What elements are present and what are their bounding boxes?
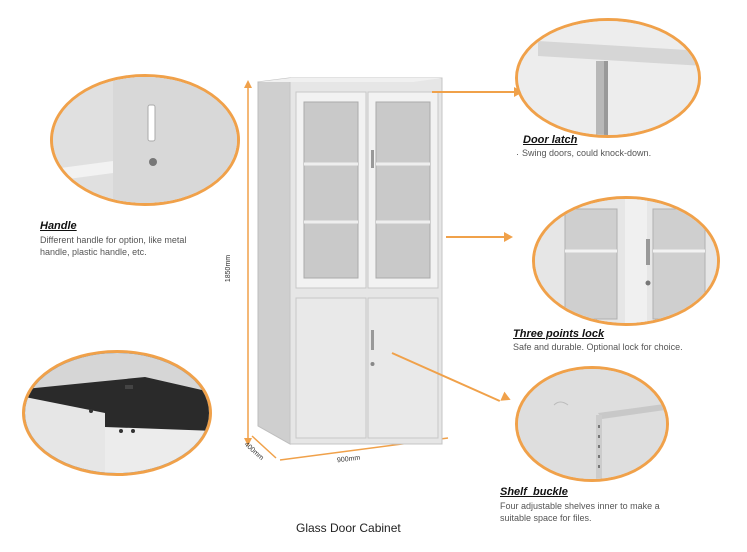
handle-description-line1: Different handle for option, like metal <box>40 235 187 245</box>
cabinet-illustration <box>244 77 449 461</box>
arrow-three-points-lock-head <box>504 232 513 242</box>
arrow-three-points-lock <box>446 236 506 238</box>
door-latch-closeup-image <box>515 18 701 138</box>
product-caption: Glass Door Cabinet <box>296 521 401 535</box>
door-latch-title: Door latch <box>523 134 578 146</box>
door-latch-bullet: · <box>516 149 519 159</box>
depth-dimension-line <box>251 435 277 459</box>
handle-title: Handle <box>40 220 77 232</box>
arrow-shelf-buckle-head <box>500 391 513 405</box>
handle-closeup-image <box>50 74 240 206</box>
height-label: 1850mm <box>225 254 233 283</box>
shelf-buckle-description-line1: Four adjustable shelves inner to make a <box>500 501 660 511</box>
three-points-lock-closeup-image <box>532 196 720 326</box>
shelf-buckle-description-line2: suitable space for files. <box>500 513 592 523</box>
shelf-buckle-closeup-image <box>515 366 669 482</box>
door-latch-description: Swing doors, could knock-down. <box>522 148 652 158</box>
arrow-door-latch <box>432 91 516 93</box>
three-points-lock-description: Safe and durable. Optional lock for choi… <box>513 342 683 352</box>
three-points-lock-title: Three points lock <box>513 328 605 340</box>
shelf-buckle-title: Shelf buckle <box>500 486 568 498</box>
lock-hinge-closeup-image <box>22 350 212 476</box>
handle-description-line2: handle, plastic handle, etc. <box>40 247 147 257</box>
